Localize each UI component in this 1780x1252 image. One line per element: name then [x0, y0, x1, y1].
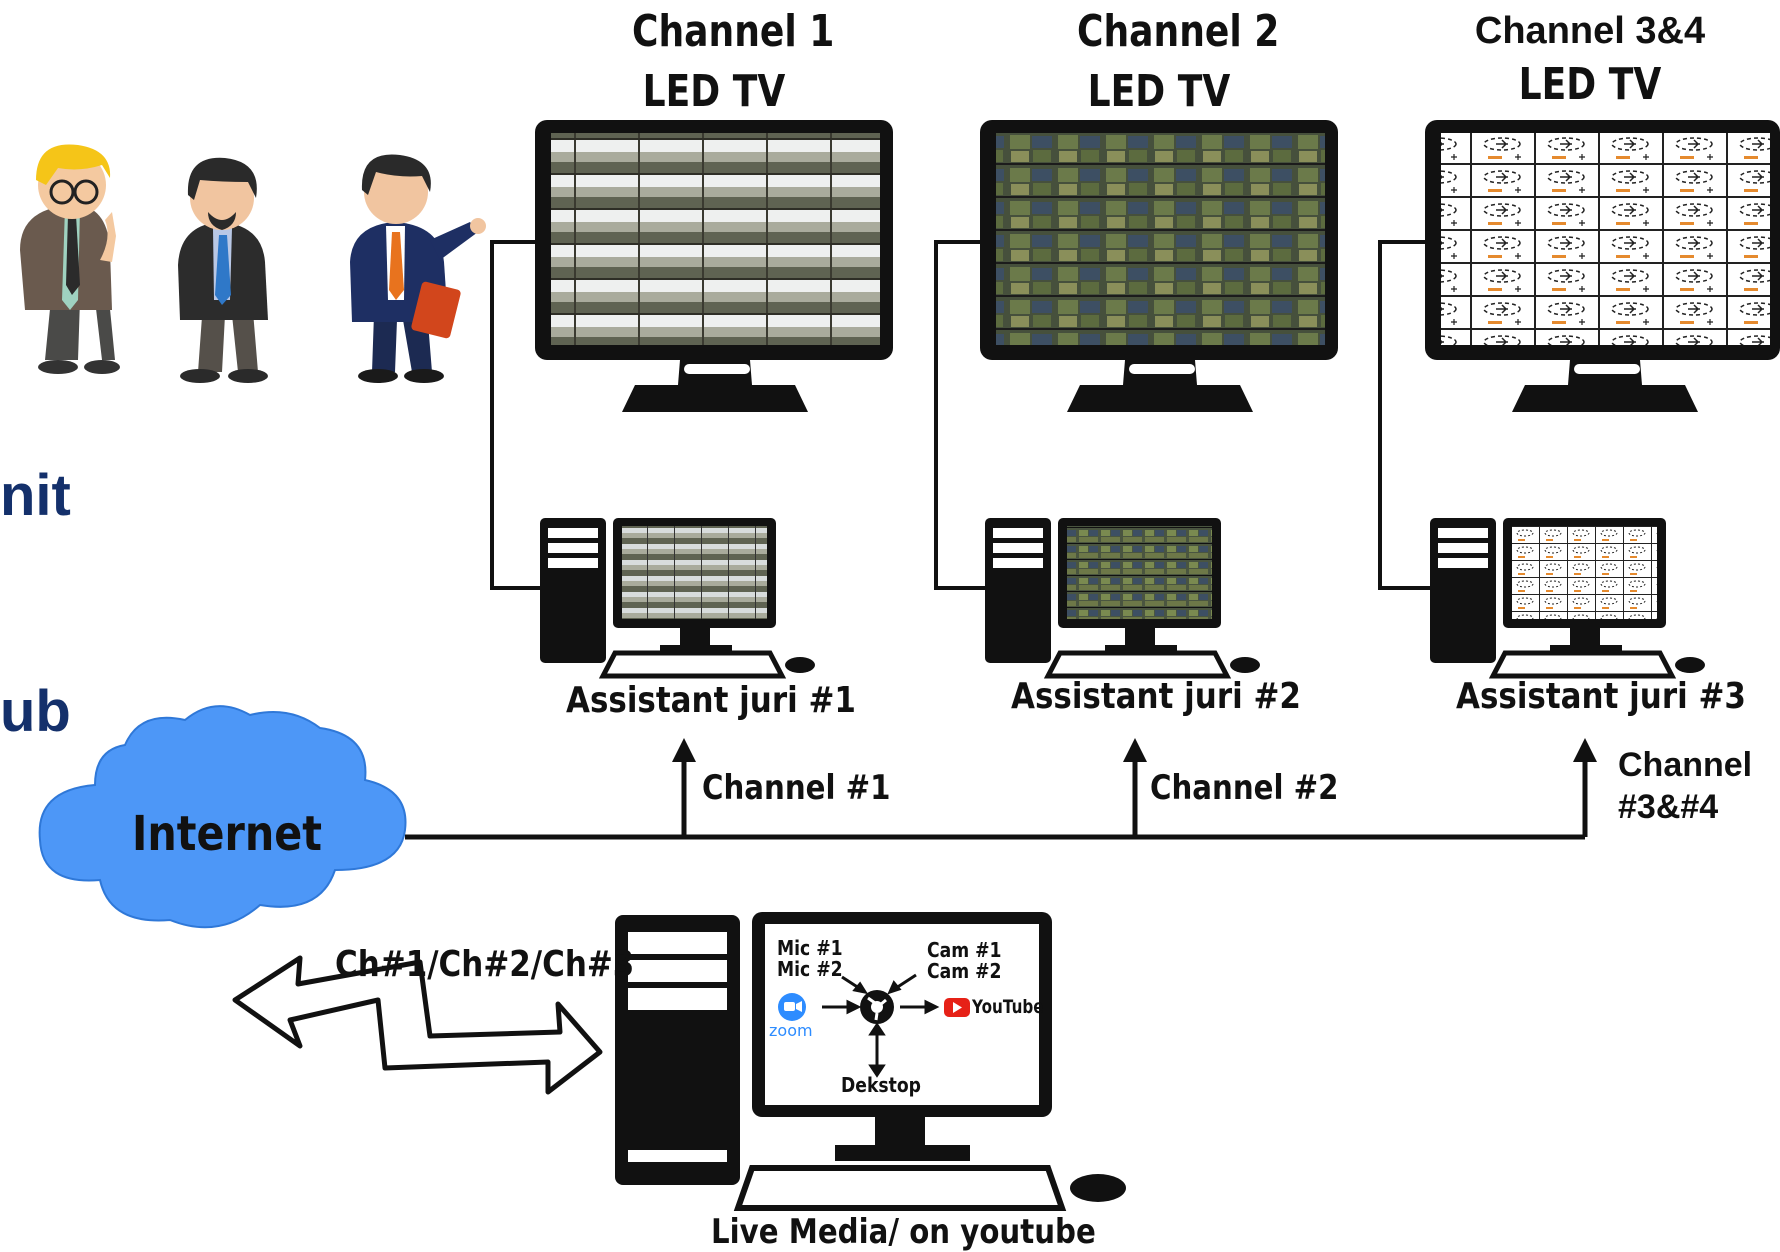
led-tv-3-icon [1425, 120, 1780, 412]
channel-2-link-label: Channel #2 [1150, 768, 1339, 808]
channel-3-link-line2: #3&#4 [1618, 788, 1719, 826]
channel-1-link-label: Channel #1 [702, 768, 891, 808]
person-1-icon [20, 144, 120, 374]
mic-2-label: Mic #2 [777, 957, 843, 981]
main-pc-icon [615, 912, 1126, 1211]
desktop-label: Dekstop [841, 1073, 921, 1097]
arrow-up-1-icon [672, 738, 696, 762]
cam-2-label: Cam #2 [927, 959, 1002, 983]
zoom-label: zoom [769, 1021, 813, 1040]
backbone-line [405, 755, 1588, 840]
assistant-pc-3-icon [1430, 518, 1705, 679]
tv-2-title-line1: Channel 2 [1077, 6, 1280, 57]
led-tv-1-icon [535, 120, 893, 412]
tv-2-title: Channel 2 LED TV [1077, 2, 1280, 122]
youtube-logo-icon [944, 998, 970, 1017]
tv-3-title: Channel 3&4 LED TV [1440, 4, 1740, 112]
assistant-juri-2-label: Assistant juri #2 [1011, 676, 1301, 717]
tv-pc-connectors [490, 240, 1430, 590]
tv-3-title-line1: Channel 3&4 [1474, 10, 1706, 52]
channel-3-link-label: Channel #3&#4 [1618, 744, 1752, 828]
tv-1-title-line2: LED TV [642, 66, 786, 117]
internet-label: Internet [132, 806, 322, 862]
tv-2-title-line2: LED TV [1087, 66, 1231, 117]
person-3-icon [350, 154, 486, 383]
cam-labels: Cam #1 Cam #2 [927, 940, 1002, 982]
assistant-juri-1-label: Assistant juri #1 [566, 680, 856, 721]
link-arrow-label: Ch#1/Ch#2/Ch#3 [335, 944, 635, 985]
mic-labels: Mic #1 Mic #2 [777, 938, 843, 980]
mic-1-label: Mic #1 [777, 936, 843, 960]
cam-1-label: Cam #1 [927, 938, 1002, 962]
assistant-juri-3-label: Assistant juri #3 [1456, 676, 1746, 717]
screen-arrows [822, 973, 940, 1078]
led-tv-2-icon [980, 120, 1338, 412]
assistant-pc-2-icon [985, 518, 1260, 679]
channel-3-link-line1: Channel [1618, 746, 1753, 784]
tv-3-title-line2: LED TV [1518, 59, 1662, 110]
assistant-pc-1-icon [540, 518, 815, 679]
arrow-up-2-icon [1123, 738, 1147, 762]
zigzag-double-arrow-icon [232, 955, 603, 1095]
tv-1-title-line1: Channel 1 [632, 6, 835, 57]
tv-1-title: Channel 1 LED TV [632, 2, 835, 122]
obs-logo-icon [860, 990, 894, 1024]
up-arrowheads [672, 738, 1597, 762]
youtube-label: YouTube [972, 996, 1044, 1018]
person-2-icon [178, 157, 268, 383]
zoom-logo-icon [778, 993, 806, 1021]
left-text-fragment-top: nit [0, 463, 71, 528]
internet-cloud-icon [38, 705, 407, 929]
arrow-up-3-icon [1573, 738, 1597, 762]
main-pc-caption: Live Media/ on youtube [711, 1212, 1096, 1252]
left-text-fragment-bottom: ub [0, 679, 71, 744]
